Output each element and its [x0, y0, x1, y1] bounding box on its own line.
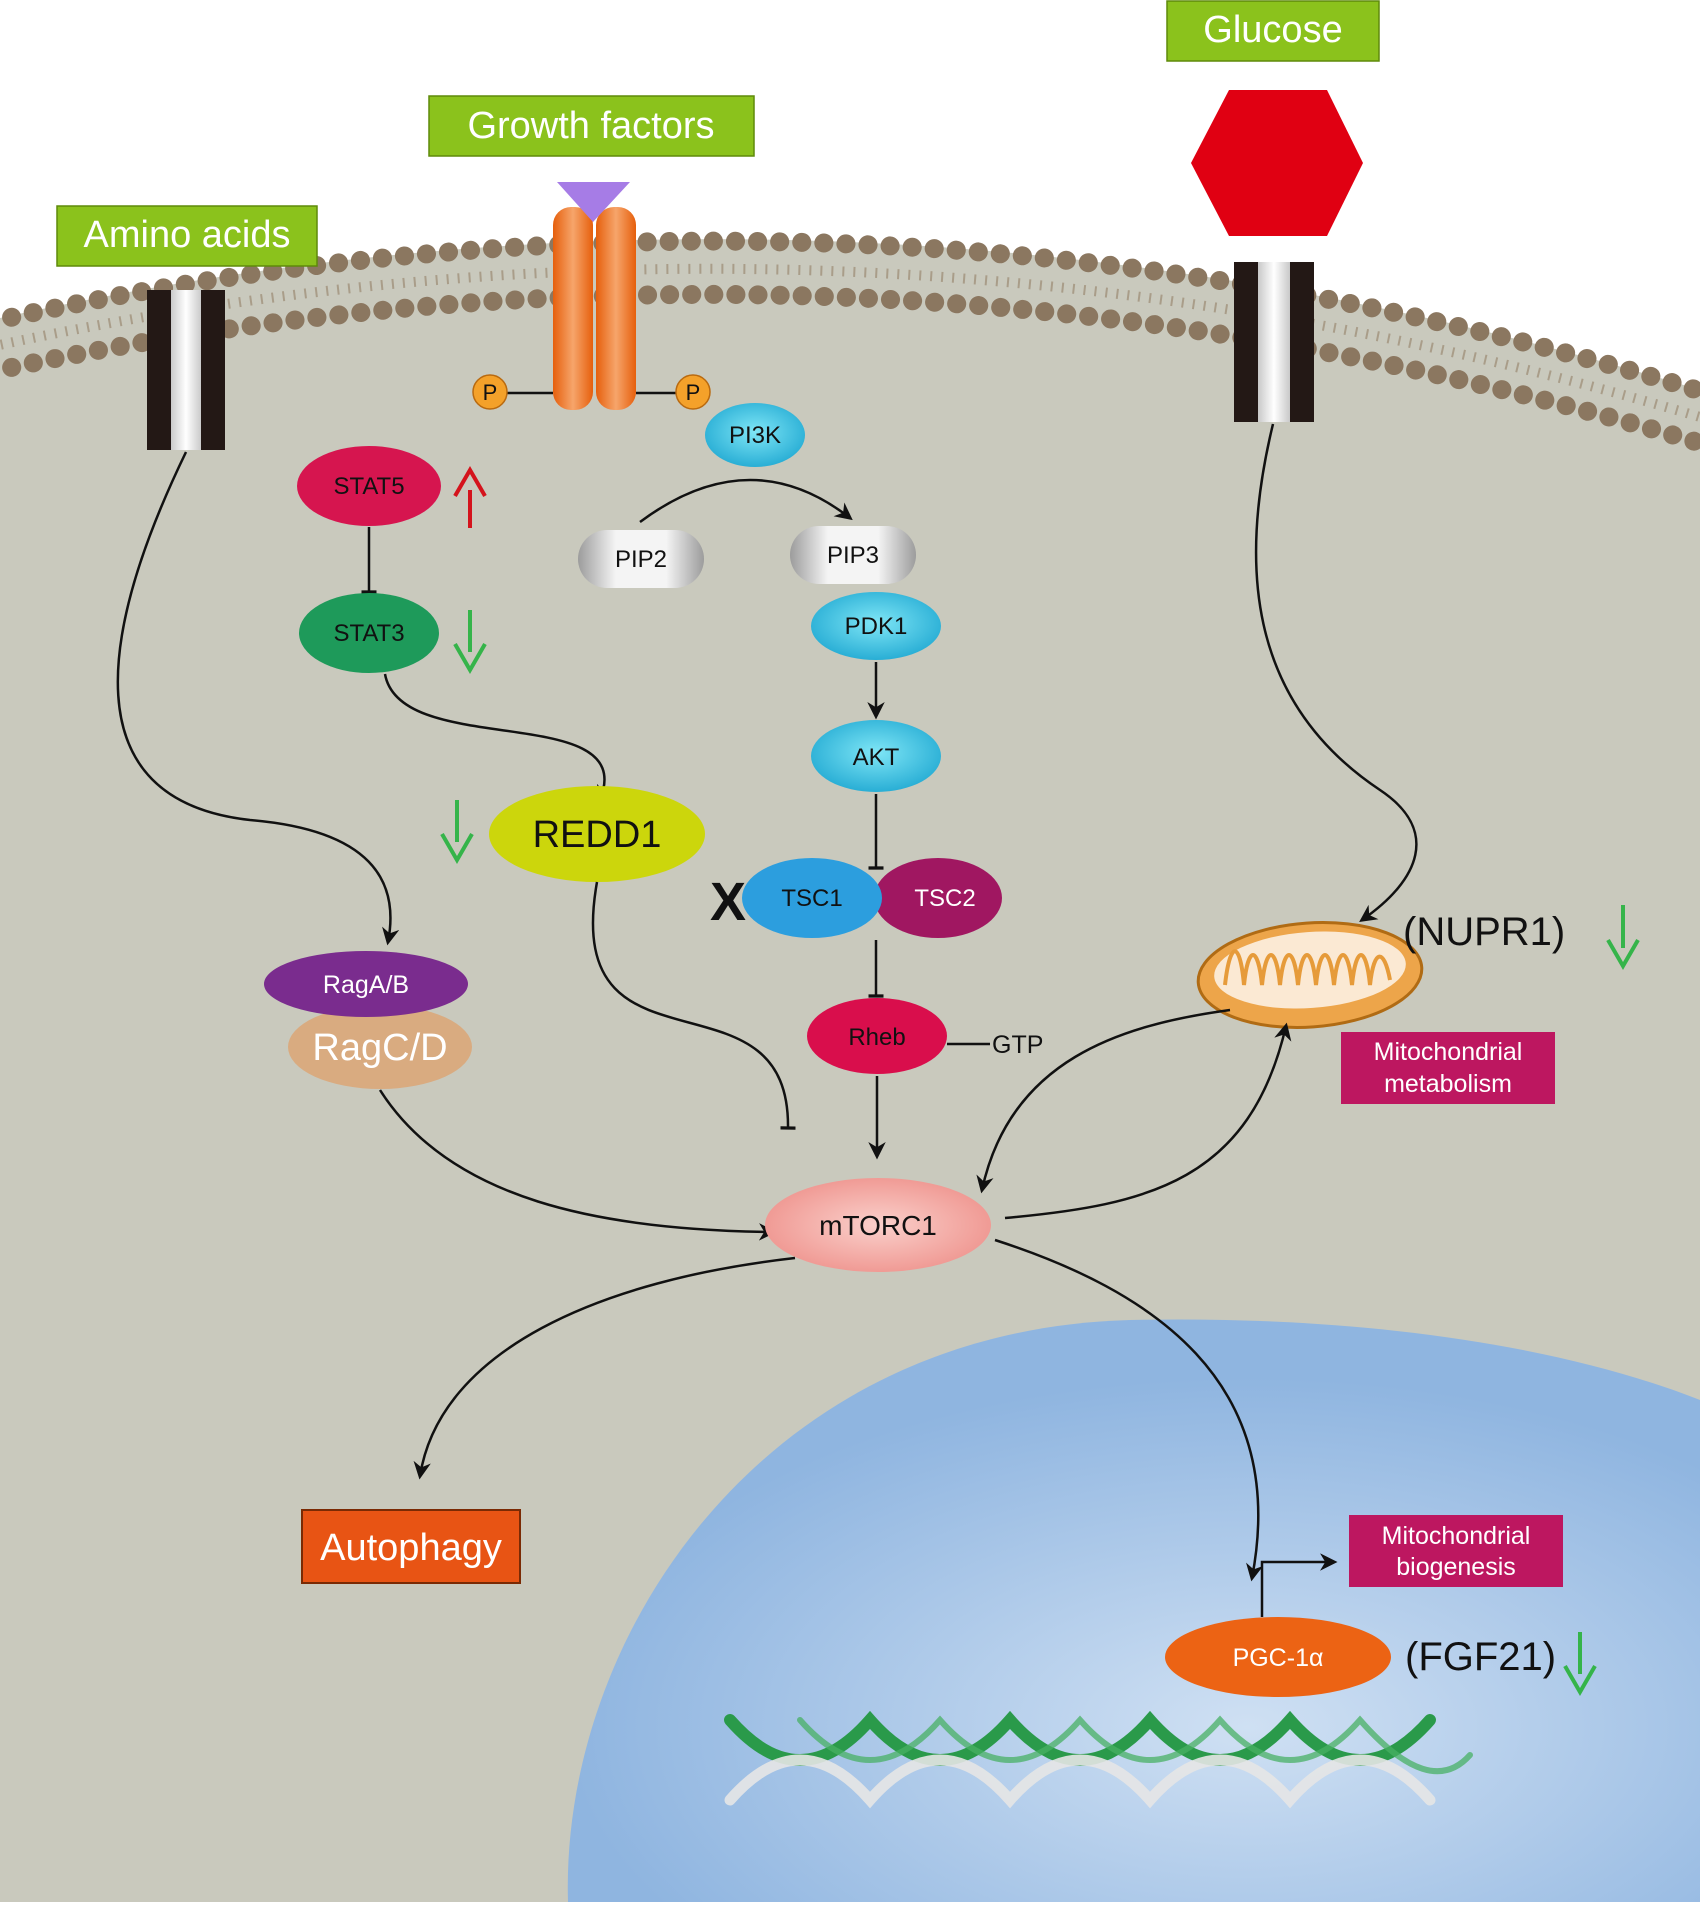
redd1-down-arrow — [440, 800, 474, 865]
pi3k: PI3K — [705, 403, 805, 467]
growth-factors-label: Growth factors — [428, 95, 755, 157]
mtorc1-to-autophagy-arrow — [413, 1256, 796, 1480]
svg-text:STAT5: STAT5 — [333, 473, 404, 500]
svg-text:PI3K: PI3K — [729, 422, 781, 449]
svg-text:PDK1: PDK1 — [845, 613, 908, 640]
pdk1: PDK1 — [811, 592, 941, 660]
svg-text:metabolism: metabolism — [1384, 1070, 1512, 1098]
svg-text:AKT: AKT — [853, 744, 900, 771]
svg-text:PIP2: PIP2 — [615, 546, 667, 573]
pgc1a: PGC-1α — [1165, 1617, 1391, 1697]
amino-acids-label: Amino acids — [56, 205, 318, 267]
dna-helix — [724, 1710, 1473, 1809]
growth-factor-ligand — [557, 182, 630, 222]
amino-acid-transporter — [147, 290, 225, 450]
autophagy-box: Autophagy — [301, 1509, 521, 1584]
tsc1-deletion-mark: X — [710, 872, 746, 932]
growth-factor-receptor — [493, 182, 685, 410]
phospho-left: P — [472, 374, 508, 410]
fgf21-down-arrow — [1563, 1632, 1597, 1697]
ragc-d: RagC/D — [288, 1005, 472, 1089]
svg-text:TSC2: TSC2 — [914, 885, 975, 912]
akt: AKT — [811, 720, 941, 792]
tsc2: TSC2 — [874, 858, 1002, 938]
svg-text:biogenesis: biogenesis — [1396, 1553, 1516, 1581]
transcription-arrow — [1260, 1553, 1338, 1617]
svg-text:P: P — [483, 380, 498, 405]
stat3-down-arrow — [453, 610, 487, 675]
rag-to-mtorc1-arrow — [378, 1089, 777, 1241]
svg-text:TSC1: TSC1 — [781, 885, 842, 912]
membrane-outer-leaflet — [0, 231, 1700, 401]
mitochondrial-biogenesis-box: Mitochondrial biogenesis — [1349, 1515, 1563, 1587]
glucose-to-mitochondria-arrow — [1254, 423, 1418, 922]
svg-text:RagA/B: RagA/B — [323, 971, 409, 999]
mtorc1-to-pgc1a-arrow — [994, 1238, 1264, 1582]
nupr1-label: (NUPR1) — [1403, 910, 1565, 954]
mitochondrial-metabolism-box: Mitochondrial metabolism — [1341, 1032, 1555, 1104]
nupr1-down-arrow — [1606, 905, 1640, 971]
glucose-transporter — [1234, 262, 1314, 422]
stat5: STAT5 — [297, 446, 441, 526]
amino-acids-to-rag-arrow — [116, 451, 400, 946]
pip3: PIP3 — [790, 526, 916, 584]
mtorc1: mTORC1 — [765, 1178, 991, 1272]
rheb: Rheb — [807, 998, 947, 1074]
stat5-up-arrow — [453, 465, 487, 528]
svg-text:mTORC1: mTORC1 — [819, 1210, 937, 1241]
mitochondria-to-mtorc1-arrow — [976, 1008, 1231, 1194]
redd1-inhibits-mtorc1-bar — [591, 881, 796, 1130]
gtp-label: GTP — [992, 1031, 1043, 1059]
svg-text:Autophagy: Autophagy — [320, 1527, 502, 1569]
svg-text:P: P — [686, 380, 701, 405]
svg-text:Amino acids: Amino acids — [84, 214, 291, 256]
svg-text:RagC/D: RagC/D — [312, 1027, 447, 1069]
mitochondrion — [1196, 921, 1424, 1029]
svg-text:PGC-1α: PGC-1α — [1233, 1644, 1324, 1672]
stat3: STAT3 — [299, 593, 439, 673]
phospho-right: P — [675, 374, 711, 410]
pip2: PIP2 — [578, 530, 704, 588]
membrane-inner-leaflet — [0, 284, 1700, 453]
svg-text:Glucose: Glucose — [1203, 9, 1342, 51]
svg-text:REDD1: REDD1 — [533, 814, 662, 856]
stat3-to-redd1-arrow — [383, 673, 614, 804]
svg-text:Mitochondrial: Mitochondrial — [1374, 1038, 1523, 1066]
pip2-to-pip3-arrow — [639, 478, 853, 524]
raga-b: RagA/B — [264, 951, 468, 1017]
redd1: REDD1 — [489, 786, 705, 882]
svg-text:Rheb: Rheb — [848, 1024, 905, 1051]
svg-text:STAT3: STAT3 — [333, 620, 404, 647]
svg-text:PIP3: PIP3 — [827, 542, 879, 569]
fgf21-label: (FGF21) — [1405, 1635, 1556, 1679]
glucose-label: Glucose — [1166, 0, 1380, 62]
mtorc1-to-mitochondria-arrow — [1004, 1022, 1292, 1220]
tsc1: TSC1 — [742, 858, 882, 938]
glucose-molecule — [1191, 90, 1363, 236]
svg-text:Mitochondrial: Mitochondrial — [1382, 1522, 1531, 1550]
svg-text:Growth factors: Growth factors — [467, 105, 714, 147]
